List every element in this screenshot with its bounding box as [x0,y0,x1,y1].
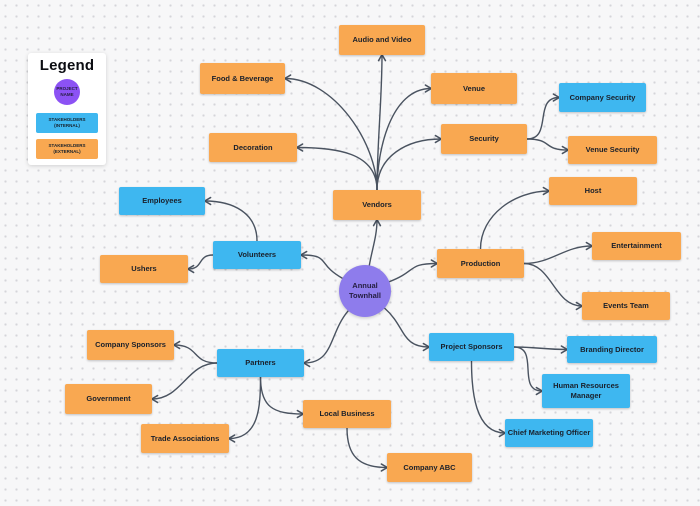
edge-project-sponsors-to-cmo [470,360,507,438]
legend-internal-swatch: STAKEHOLDERS (INTERNAL) [36,113,98,133]
node-label: Partners [245,358,276,368]
node-decoration[interactable]: Decoration [209,133,297,162]
node-label: Food & Beverage [211,73,274,83]
node-label: Production [460,258,501,268]
node-cmo[interactable]: Chief Marketing Officer [505,419,593,447]
edge-volunteers-to-ushers [186,254,214,274]
node-label: Trade Associations [150,433,220,443]
node-partners[interactable]: Partners [217,349,304,377]
edge-center-to-partners [302,310,349,368]
node-annual-townhall[interactable]: Annual Townhall [339,265,391,317]
node-company-security[interactable]: Company Security [559,83,646,112]
node-host[interactable]: Host [549,177,637,205]
node-label: Vendors [362,200,392,210]
node-volunteers[interactable]: Volunteers [213,241,301,269]
legend-panel: Legend PROJECT NAME STAKEHOLDERS (INTERN… [28,53,106,165]
edge-center-to-vendors [368,218,382,267]
edge-production-to-entertainment [523,241,594,265]
node-vendors[interactable]: Vendors [333,190,421,220]
node-label: Host [584,186,602,196]
edge-production-to-events-team [523,262,584,311]
node-venue-security[interactable]: Venue Security [568,136,657,164]
node-company-abc[interactable]: Company ABC [387,453,472,482]
edge-group [150,53,594,472]
edge-vendors-to-decoration [295,143,378,191]
edge-center-to-production [388,259,439,283]
node-production[interactable]: Production [437,249,524,278]
node-label: Decoration [233,142,273,152]
edge-partners-to-government [150,362,218,404]
node-audio-video[interactable]: Audio and Video [339,25,425,55]
node-events-team[interactable]: Events Team [582,292,670,320]
node-label: Employees [142,196,182,206]
edge-security-to-company-security [526,93,561,140]
node-label: Venue Security [585,145,640,155]
legend-project-label: PROJECT NAME [56,85,78,97]
legend-project-swatch: PROJECT NAME [54,79,80,105]
edge-partners-to-trade-associations [227,376,262,443]
node-label: Human Resources Manager [553,381,619,400]
center-node-label: Annual Townhall [349,280,381,300]
legend-external-swatch: STAKEHOLDERS (EXTERNAL) [36,139,98,159]
node-hr-manager[interactable]: Human Resources Manager [542,374,630,408]
edge-partners-to-local-business [259,376,305,419]
node-label: Company ABC [403,462,456,472]
legend-title: Legend [39,57,95,74]
node-label: Entertainment [611,241,662,251]
edge-vendors-to-venue [376,84,433,191]
edge-vendors-to-security [376,134,443,191]
node-label: Audio and Video [352,35,412,45]
node-label: Ushers [131,264,157,274]
edge-vendors-to-food-beverage [283,74,378,191]
node-label: Chief Marketing Officer [507,428,591,438]
node-label: Company Security [569,92,636,102]
node-food-beverage[interactable]: Food & Beverage [200,63,285,94]
node-label: Venue [462,83,486,93]
edge-security-to-venue-security [526,138,570,155]
node-label: Security [469,134,499,144]
edge-project-sponsors-to-hr-manager [513,346,544,396]
edge-center-to-project-sponsors [383,307,431,352]
node-project-sponsors[interactable]: Project Sponsors [429,333,514,361]
edge-center-to-volunteers [299,250,344,279]
node-label: Branding Director [580,344,644,354]
edge-volunteers-to-employees [203,196,258,242]
node-company-sponsors[interactable]: Company Sponsors [87,330,174,360]
node-label: Local Business [319,409,375,419]
node-trade-associations[interactable]: Trade Associations [141,424,229,453]
node-employees[interactable]: Employees [119,187,205,215]
node-government[interactable]: Government [65,384,152,414]
edge-partners-to-company-sponsors [172,340,218,364]
legend-external-label: STAKEHOLDERS (EXTERNAL) [48,142,86,154]
node-security[interactable]: Security [441,124,527,154]
node-label: Company Sponsors [95,340,166,350]
node-venue[interactable]: Venue [431,73,517,104]
edge-production-to-host [479,186,551,250]
node-label: Events Team [603,301,649,311]
node-label: Government [86,394,131,404]
node-branding-director[interactable]: Branding Director [567,336,657,363]
node-ushers[interactable]: Ushers [100,255,188,283]
node-label: Project Sponsors [440,342,503,352]
legend-internal-label: STAKEHOLDERS (INTERNAL) [48,116,86,128]
node-local-business[interactable]: Local Business [303,400,391,428]
edge-local-business-to-company-abc [346,427,389,472]
node-label: Volunteers [237,250,277,260]
node-entertainment[interactable]: Entertainment [592,232,681,260]
